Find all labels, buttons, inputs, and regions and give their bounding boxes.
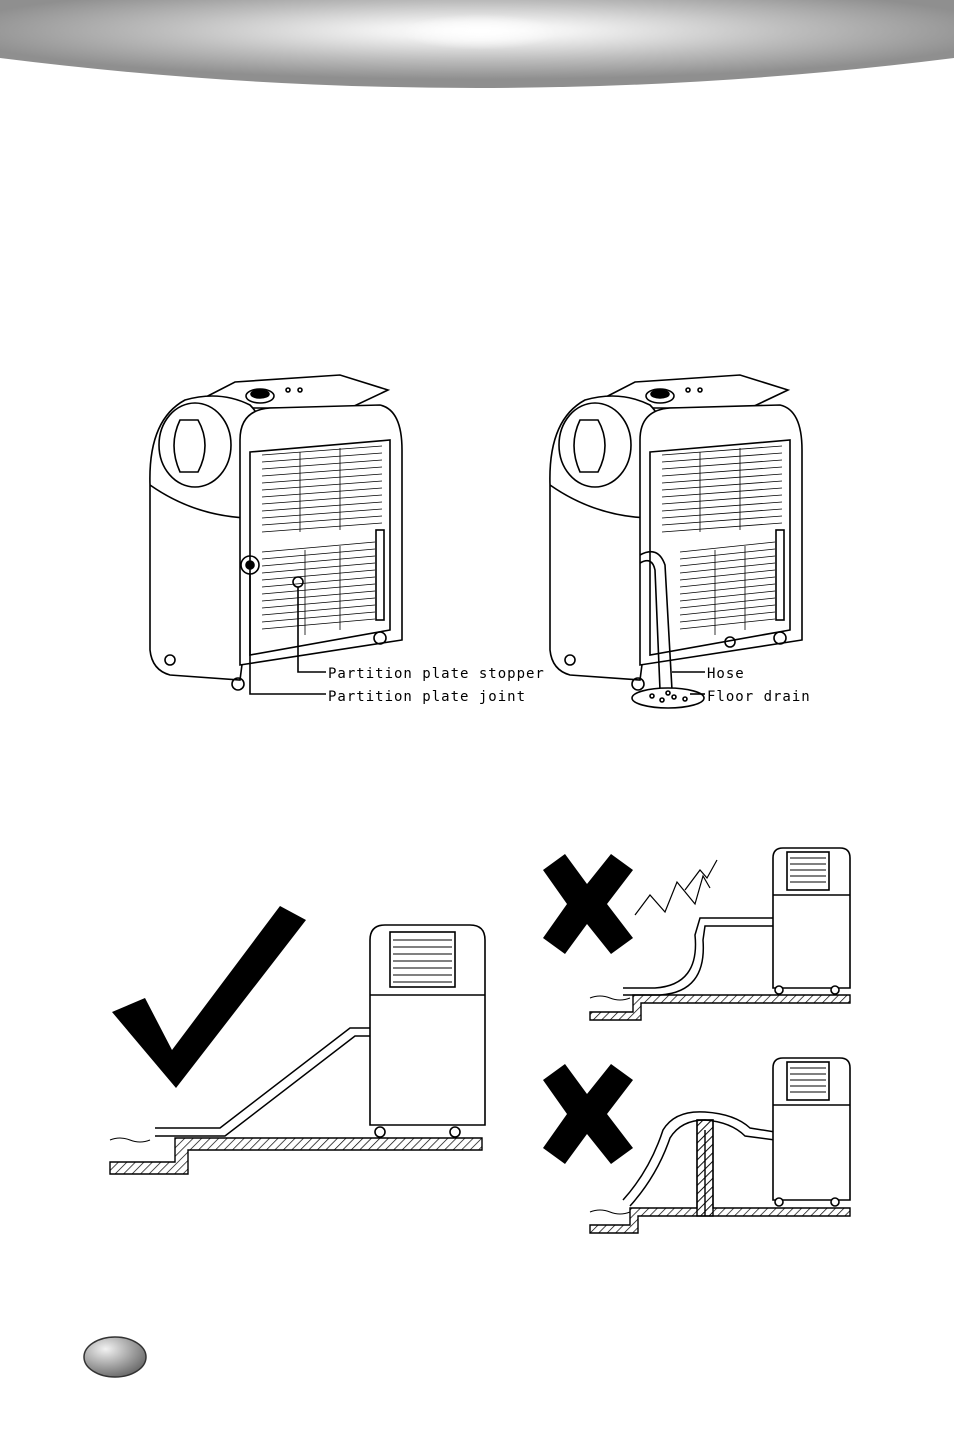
callout-partition-plate-joint: Partition plate joint: [328, 689, 526, 705]
callout-hose: Hose: [707, 666, 745, 682]
wrong-drainage-figure-2: [535, 1050, 855, 1240]
wrong-drainage-figure-1: [535, 840, 855, 1030]
correct-drainage-figure: [100, 900, 490, 1185]
cross-mark-icon: [543, 1064, 633, 1164]
callout-partition-plate-stopper: Partition plate stopper: [328, 666, 545, 682]
check-mark-icon: [112, 906, 306, 1088]
cross-mark-icon: [543, 854, 633, 954]
header-band: [0, 0, 954, 95]
page-number-badge: [82, 1335, 148, 1379]
callout-floor-drain: Floor drain: [707, 689, 811, 705]
